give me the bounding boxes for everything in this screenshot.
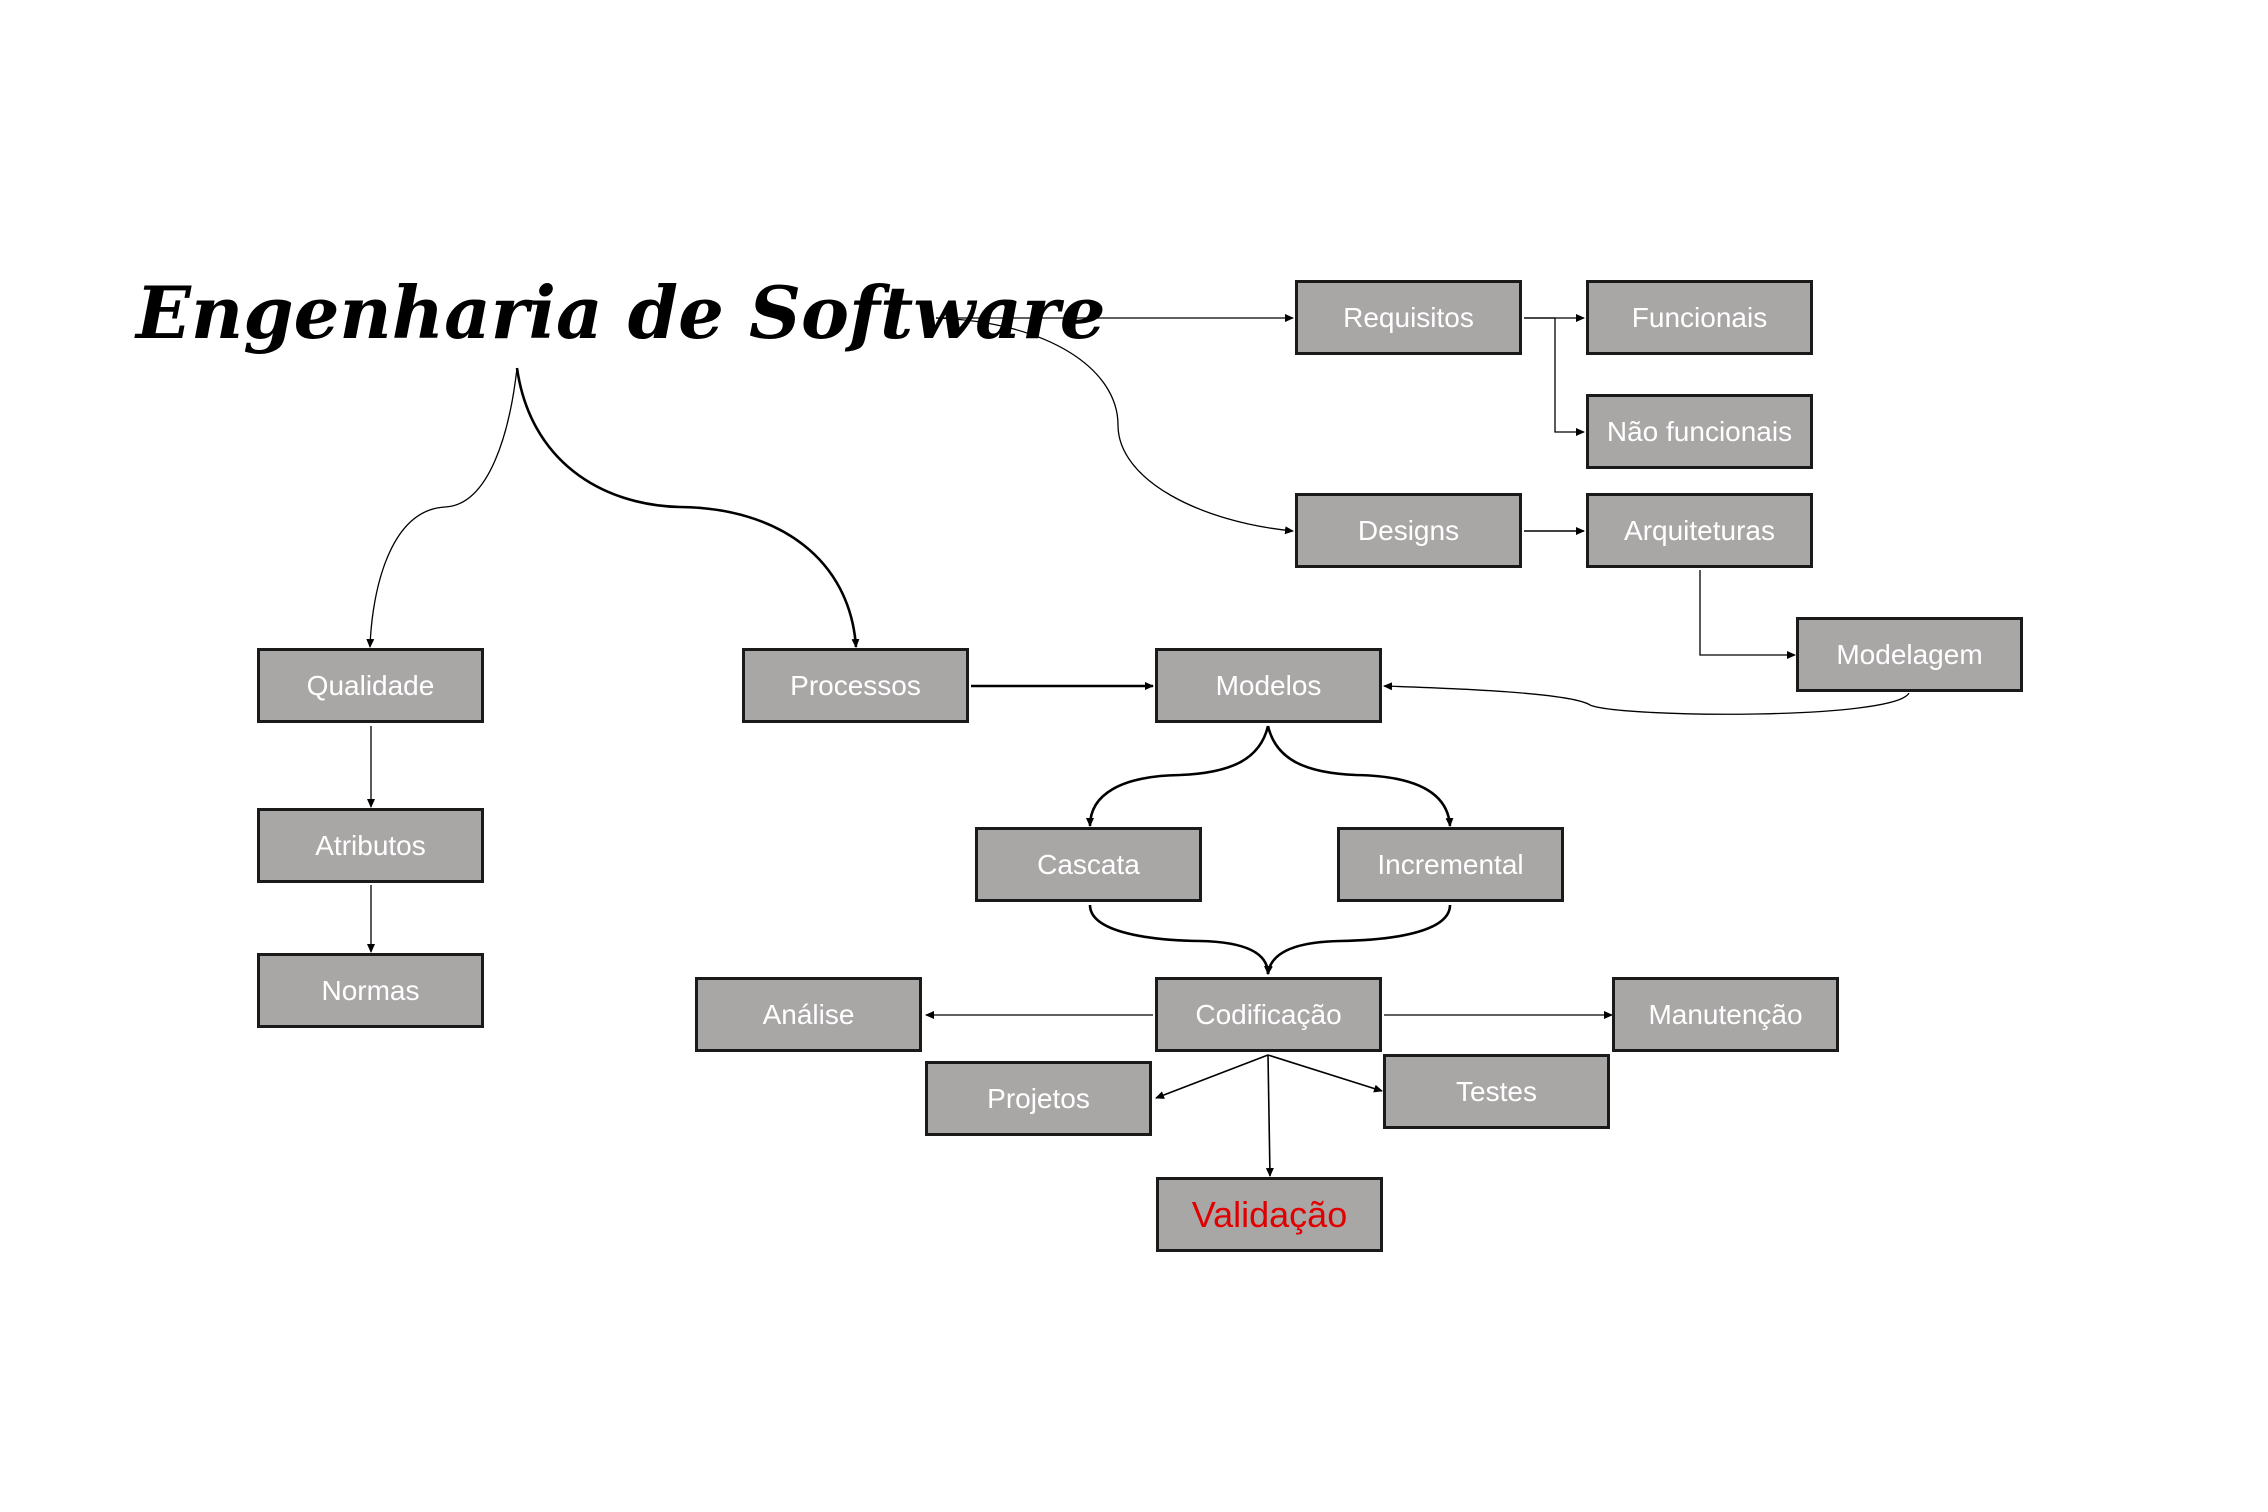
edge-modelagem-modelos	[1383, 682, 1910, 715]
edge-title-processos	[515, 367, 860, 648]
node-requisitos: Requisitos	[1295, 280, 1522, 355]
edge-modelos-incremental	[1266, 725, 1454, 827]
edge-incremental-codificacao	[1264, 904, 1452, 975]
edge-title-qualidade	[366, 367, 518, 648]
edge-codificacao-testes	[1267, 1054, 1383, 1093]
node-processos: Processos	[742, 648, 969, 723]
node-funcionais: Funcionais	[1586, 280, 1813, 355]
node-arquiteturas: Arquiteturas	[1586, 493, 1813, 568]
node-cascata: Cascata	[975, 827, 1202, 902]
node-modelos: Modelos	[1155, 648, 1382, 723]
node-manutencao: Manutenção	[1612, 977, 1839, 1052]
node-analise: Análise	[695, 977, 922, 1052]
node-normas: Normas	[257, 953, 484, 1028]
edge-requisitos-nao-funcionais	[1524, 317, 1585, 436]
node-atributos: Atributos	[257, 808, 484, 883]
edge-cascata-codificacao	[1088, 904, 1272, 975]
node-modelagem: Modelagem	[1796, 617, 2023, 692]
node-nao-funcionais: Não funcionais	[1586, 394, 1813, 469]
edge-codificacao-validacao	[1265, 1054, 1274, 1177]
edge-modelos-cascata	[1086, 725, 1270, 827]
node-incremental: Incremental	[1337, 827, 1564, 902]
node-projetos: Projetos	[925, 1061, 1152, 1136]
node-validacao: Validação	[1156, 1177, 1383, 1252]
edge-arquiteturas-modelagem	[1699, 570, 1796, 659]
node-testes: Testes	[1383, 1054, 1610, 1129]
edge-codificacao-projetos	[1155, 1054, 1269, 1099]
diagram-title: Engenharia de Software	[136, 270, 1106, 355]
node-designs: Designs	[1295, 493, 1522, 568]
edge-title-designs	[935, 317, 1294, 535]
node-qualidade: Qualidade	[257, 648, 484, 723]
node-codificacao: Codificação	[1155, 977, 1382, 1052]
